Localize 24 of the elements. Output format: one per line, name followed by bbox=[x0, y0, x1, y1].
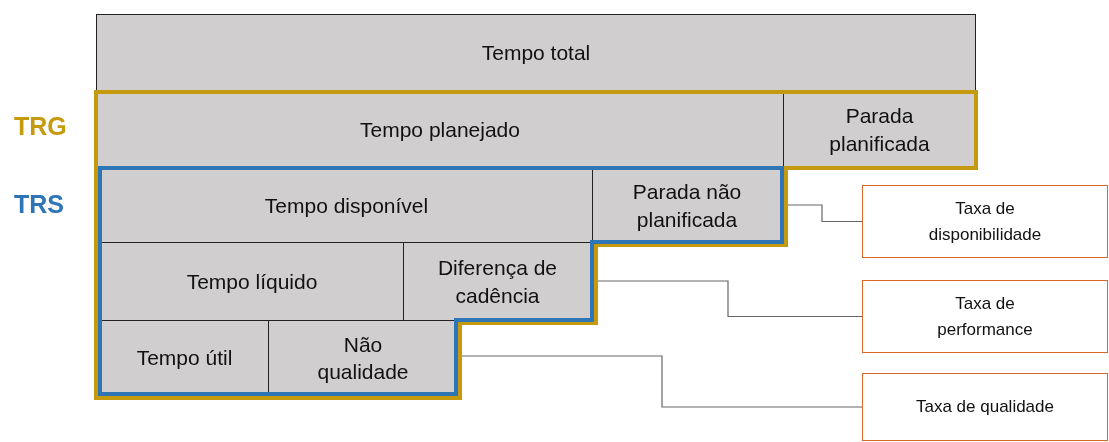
cell-text: Taxa de performance bbox=[936, 293, 1034, 341]
cell-text: Tempo líquido bbox=[186, 268, 318, 295]
cell-text: Tempo planejado bbox=[360, 116, 520, 143]
rate-box bbox=[862, 185, 1108, 258]
time-cell bbox=[96, 91, 784, 168]
time-cell bbox=[403, 242, 592, 321]
time-cell bbox=[100, 242, 404, 321]
metric-label: TRG bbox=[14, 112, 67, 141]
rate-box bbox=[862, 373, 1108, 441]
cell-text: Parada não planificada bbox=[631, 179, 743, 233]
cell-text: Tempo útil bbox=[136, 345, 233, 372]
rate-box bbox=[862, 280, 1108, 353]
cell-text: Parada planificada bbox=[828, 103, 931, 157]
metric-label: TRS bbox=[14, 190, 64, 219]
time-cell bbox=[592, 168, 782, 243]
cell-text: Taxa de disponibilidade bbox=[927, 198, 1043, 246]
cell-text: Tempo total bbox=[481, 39, 591, 66]
cell-text: Tempo disponível bbox=[264, 192, 429, 219]
cell-text: Não qualidade bbox=[316, 331, 410, 385]
time-cell bbox=[100, 168, 593, 243]
cell-text: Diferença de cadência bbox=[436, 255, 559, 309]
cell-text: Taxa de qualidade bbox=[916, 396, 1054, 419]
time-cell bbox=[783, 91, 976, 168]
time-cell bbox=[96, 14, 976, 91]
